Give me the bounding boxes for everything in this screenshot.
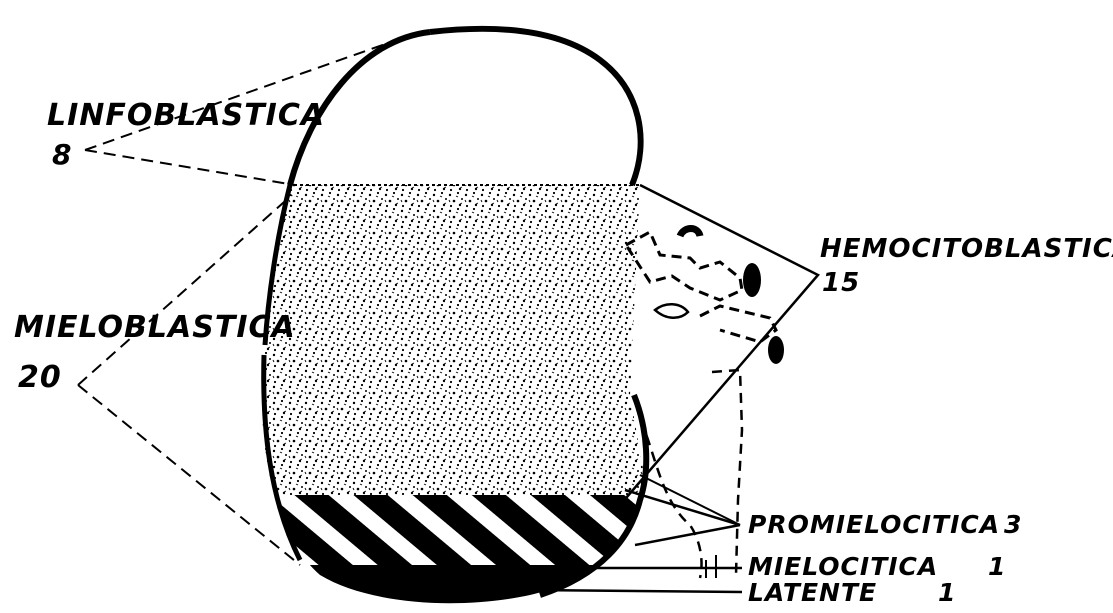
latente-leader: [530, 590, 742, 592]
mieloblastica-label: MIELOBLASTICA: [14, 310, 296, 345]
promielocitica-leader-2: [635, 525, 740, 545]
linfoblastica-leader-lower: [85, 150, 295, 185]
latente-count: 1: [938, 578, 956, 607]
linfoblastica-count: 8: [52, 138, 72, 171]
promielocitica-count: 3: [1004, 510, 1022, 539]
neck-dashed-back: [640, 420, 702, 578]
linfoblastica-label: LINFOBLASTICA: [47, 98, 325, 133]
mielocitica-label: MIELOCITICA: [748, 552, 938, 581]
mielocitica-count: 1: [988, 552, 1006, 581]
mouth-shape: [655, 304, 688, 318]
mieloblastica-count: 20: [18, 360, 62, 395]
mieloblastica-leader-upper: [78, 195, 292, 385]
head-outline-top-right: [430, 29, 641, 185]
latente-label: LATENTE: [748, 578, 877, 607]
neck-dashed-front: [712, 370, 742, 575]
nose-dashed: [626, 232, 742, 300]
eyebrow-mark: [680, 229, 700, 237]
mieloblastica-region: [250, 185, 650, 495]
profile-triangle: [620, 185, 818, 505]
chin-mark: [768, 336, 784, 364]
hemocitoblastica-count: 15: [822, 268, 860, 298]
head-bands: [250, 185, 650, 613]
promielocitica-region: [250, 495, 650, 565]
promielocitica-label: PROMIELOCITICA: [748, 510, 1000, 539]
ear-lobe-shape: [743, 263, 761, 297]
hemocitoblastica-label: HEMOCITOBLASTICA: [820, 234, 1113, 264]
neck-ticks: [706, 555, 716, 578]
